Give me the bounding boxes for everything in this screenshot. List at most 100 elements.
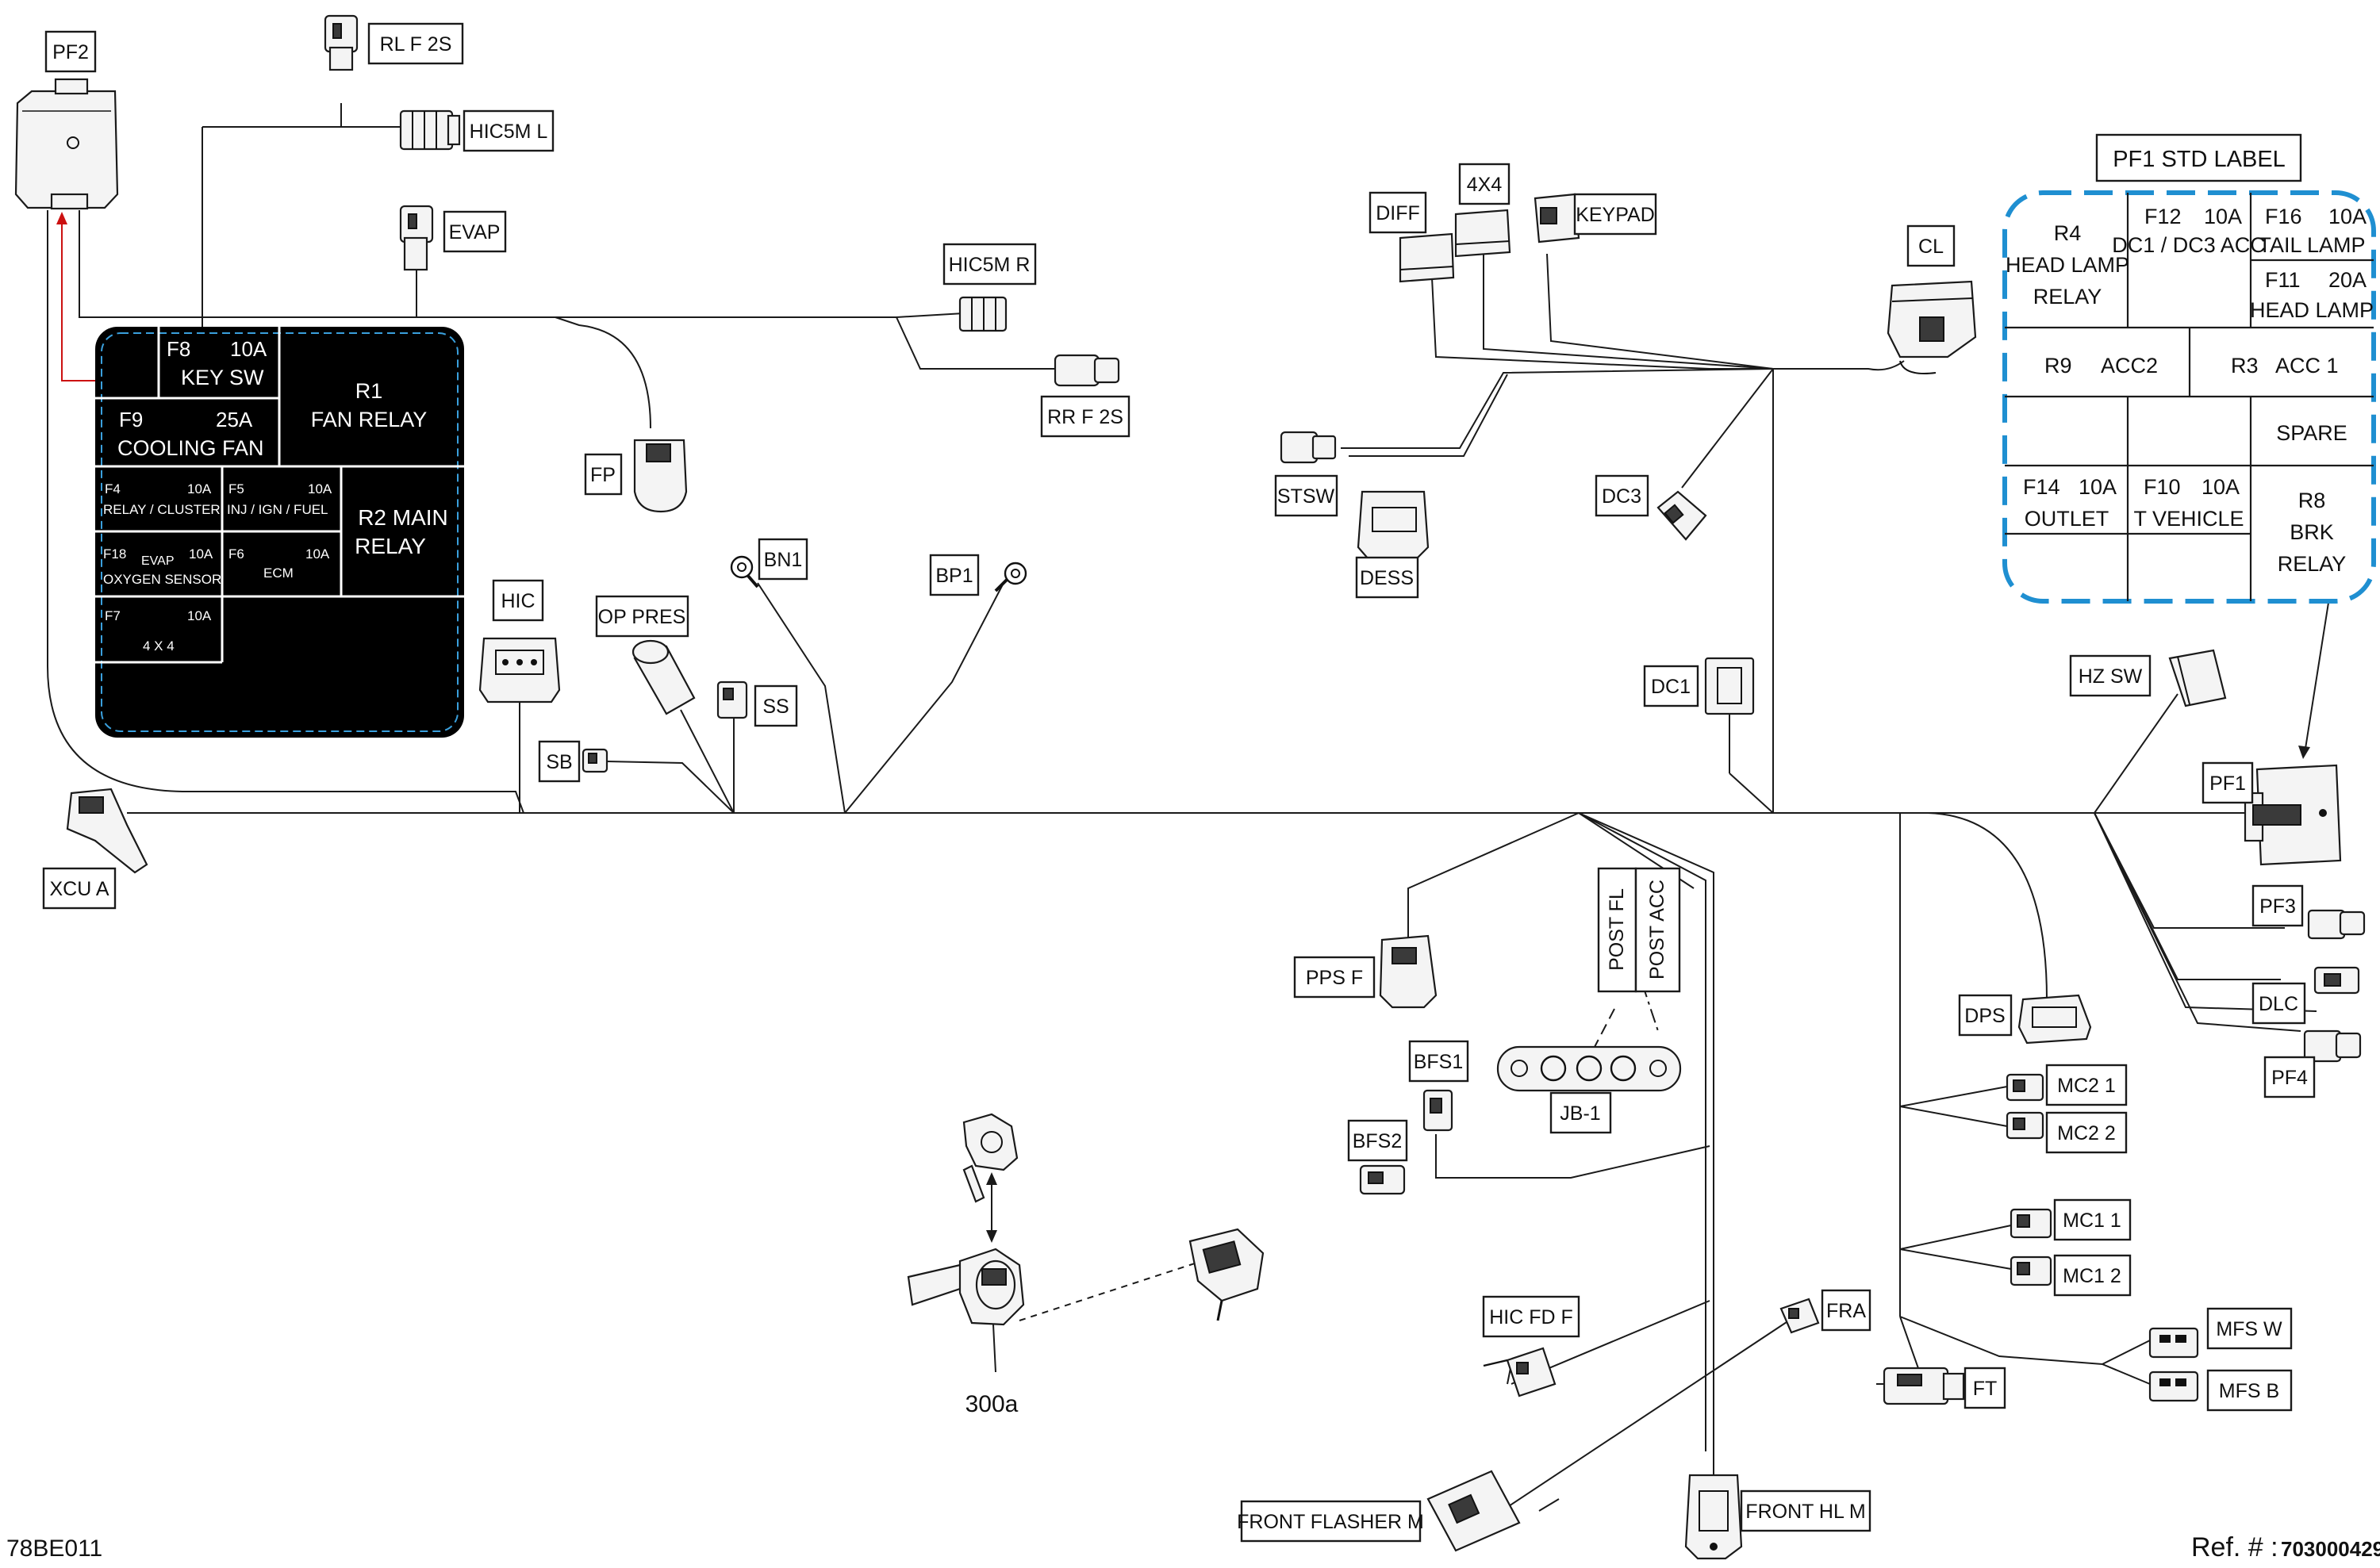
fuse-f7-amps: 10A [187, 608, 212, 623]
fuse-f18-name: F18 [103, 546, 126, 562]
ref-number: 703000429 [2281, 1537, 2380, 1561]
relay-r1-desc: FAN RELAY [311, 408, 428, 431]
relay-r4-l3: RELAY [2033, 285, 2102, 309]
fuse-f8-desc: KEY SW [181, 366, 264, 389]
fuse-f14-desc: OUTLET [2025, 507, 2109, 531]
pf1-std-label: PF1 STD LABEL R4 HEAD LAMP RELAY F12 10A… [2002, 133, 2376, 604]
fuse-f11-name: F11 [2265, 268, 2301, 292]
footer: 78BE011 Ref. # : 703000429 [6, 1532, 2380, 1562]
fuse-f5-amps: 10A [308, 481, 332, 496]
label-diff: DIFF [1376, 202, 1420, 224]
relay-r4-l1: R4 [2054, 221, 2082, 245]
fuse-f18-amps: 10A [189, 546, 213, 562]
harness-wires [47, 103, 2329, 1539]
mc2-2-connector-icon [2006, 1111, 2044, 1140]
fra-connector-icon [1779, 1298, 1820, 1334]
label-bfs2: BFS2 [1353, 1130, 1403, 1152]
fuse-f16-desc: TAIL LAMP [2258, 233, 2365, 257]
label-dc3: DC3 [1602, 485, 1641, 508]
label-cl: CL [1918, 236, 1944, 258]
relay-r8-l2: BRK [2290, 520, 2334, 544]
rr-f-2s-connector-icon [1054, 354, 1120, 387]
label-front-flasher-m: FRONT FLASHER M [1237, 1511, 1424, 1533]
fuse-f18-desc1: EVAP [141, 554, 175, 568]
mfs-w-connector-icon [2148, 1327, 2199, 1359]
mfs-b-connector-icon [2148, 1371, 2199, 1402]
connectors [14, 14, 2366, 1560]
fuse-f9-name: F9 [119, 408, 143, 431]
stsw-connector-icon [1280, 431, 1337, 464]
dess-connector-icon [1357, 490, 1430, 561]
bfs1-connector-icon [1422, 1089, 1453, 1132]
fuse-f6-desc: ECM [263, 565, 294, 581]
relay-r9-name: R9 [2044, 354, 2072, 378]
relay-r8-l1: R8 [2298, 489, 2326, 512]
label-post-acc: POST ACC [1646, 880, 1668, 980]
label-dc1: DC1 [1651, 676, 1691, 698]
label-post-fl: POST FL [1606, 888, 1628, 971]
label-pps-f: PPS F [1306, 967, 1363, 989]
label-hic5m-r: HIC5M R [949, 254, 1031, 276]
pf2-connector-icon [14, 78, 119, 210]
ref-label: Ref. # : [2191, 1532, 2278, 1562]
fp-connector-icon [633, 439, 688, 513]
label-sb: SB [546, 751, 572, 773]
label-stsw: STSW [1277, 485, 1335, 508]
sb-connector-icon [582, 748, 608, 773]
relay-r9-desc: ACC2 [2101, 354, 2158, 378]
fuse-f16-name: F16 [2265, 205, 2302, 228]
label-bn1: BN1 [764, 549, 803, 571]
label-ss: SS [762, 696, 789, 718]
fuse-f11-desc: HEAD LAMP [2250, 298, 2374, 322]
dps-connector-icon [2017, 994, 2092, 1045]
fuse-f6-amps: 10A [305, 546, 330, 562]
part-300a-mating-connector-icon [1188, 1228, 1265, 1321]
relay-r3-name: R3 [2231, 354, 2259, 378]
hic-fd-f-connector-icon [1483, 1347, 1557, 1397]
relay-r4-l2: HEAD LAMP [2006, 253, 2129, 277]
ss-connector-icon [716, 680, 748, 719]
fuse-f8-name: F8 [167, 337, 190, 361]
label-rr-f-2s: RR F 2S [1047, 406, 1123, 428]
hic5m-r-connector-icon [958, 296, 1008, 332]
label-fp: FP [590, 464, 616, 486]
figure-code: 78BE011 [6, 1535, 102, 1562]
fuse-f5-name: F5 [228, 481, 244, 496]
spare-slot: SPARE [2276, 421, 2347, 445]
diff-connector-icon [1399, 232, 1455, 283]
mc1-2-connector-icon [2010, 1256, 2052, 1286]
mc2-1-connector-icon [2006, 1073, 2044, 1102]
label-jb-1: JB-1 [1560, 1102, 1600, 1125]
4x4-connector-icon [1454, 209, 1511, 258]
label-pf1: PF1 [2209, 772, 2246, 795]
label-dps: DPS [1964, 1005, 2005, 1027]
fuse-box-pf2: F8 10A KEY SW F9 25A COOLING FAN R1 FAN … [95, 327, 464, 738]
mc1-1-connector-icon [2010, 1208, 2052, 1239]
label-mc2-2: MC2 2 [2057, 1122, 2116, 1144]
relay-r1-name: R1 [355, 379, 383, 403]
pf1-connector-icon [2244, 764, 2342, 866]
label-hz-sw: HZ SW [2079, 665, 2143, 688]
fuse-f7-name: F7 [105, 608, 121, 623]
ft-connector-icon [1883, 1367, 1965, 1405]
fuse-f12-desc: DC1 / DC3 ACC [2112, 233, 2266, 257]
label-evap: EVAP [449, 221, 501, 243]
label-pf3: PF3 [2259, 895, 2296, 918]
bn1-terminal-icon [730, 555, 759, 588]
label-hic-fd-f: HIC FD F [1489, 1306, 1573, 1328]
part-300a-bracket-icon [962, 1113, 1019, 1203]
fuse-f5-desc: INJ / IGN / FUEL [227, 502, 328, 517]
xcu-a-connector-icon [66, 788, 148, 874]
label-dess: DESS [1360, 567, 1414, 589]
label-keypad: KEYPAD [1576, 204, 1655, 226]
part-300a-connector-icon [907, 1248, 1025, 1326]
label-fra: FRA [1826, 1300, 1866, 1322]
label-part-300a: 300a [965, 1391, 1019, 1417]
fuse-f11-amps: 20A [2328, 268, 2367, 292]
label-pf4: PF4 [2271, 1067, 2308, 1089]
fuse-f12-name: F12 [2144, 205, 2182, 228]
dc3-connector-icon [1656, 490, 1707, 541]
bfs2-connector-icon [1359, 1164, 1406, 1195]
fuse-f7-desc: 4 X 4 [143, 638, 175, 654]
